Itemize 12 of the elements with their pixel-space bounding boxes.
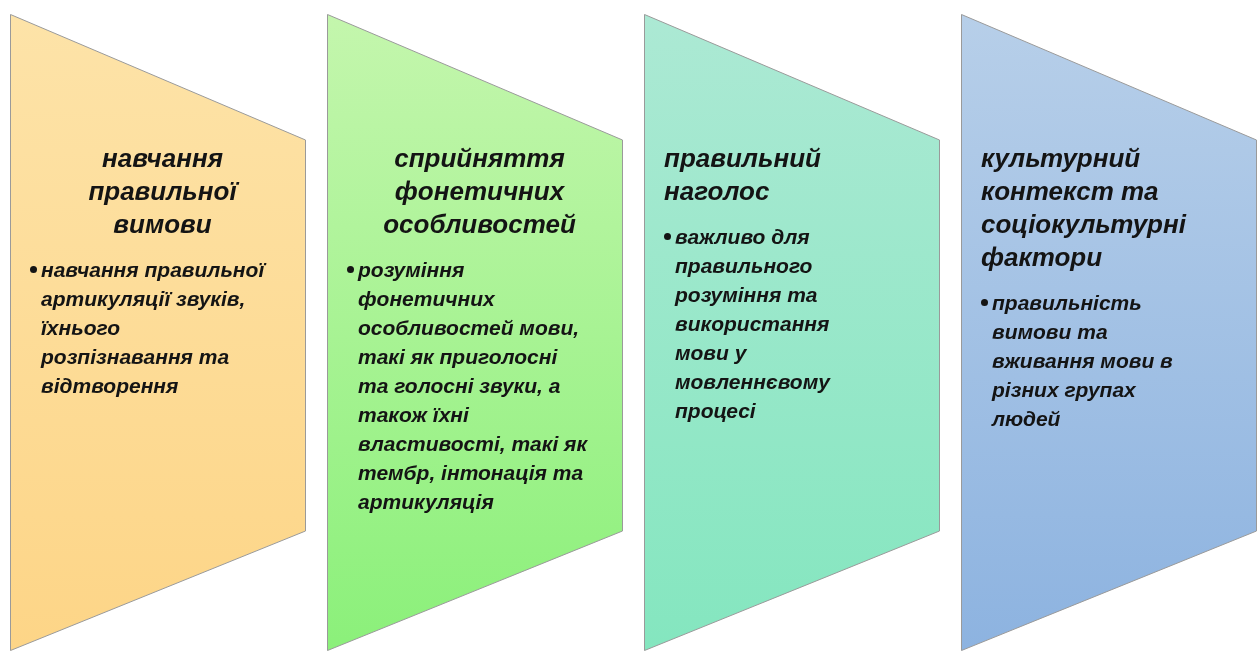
- panel-heading: правильний наголос: [664, 142, 822, 208]
- panel-heading: культурний контекст та соціокультурні фактори: [981, 142, 1188, 274]
- bullet-text: важливо для правильного розуміння та використання мови у мовленнєвому процесі: [675, 224, 832, 424]
- trapezoid-panel: [961, 14, 1257, 651]
- trapezoid-panel: [327, 14, 623, 651]
- panel-heading: сприйняття фонетичних особливостей: [382, 142, 577, 241]
- trapezoid-panel: [10, 14, 306, 651]
- bullet-text: навчання правильної артикуляції звуків, їхнього розпізнавання та відтворення: [41, 257, 266, 399]
- trapezoid-panel: [644, 14, 940, 651]
- bullet-text: розуміння фонетичних особливостей мови, такі як приголосні та голосні звуки, а також їхні властивості, такі як тембр, інтонація та артикуляція: [358, 257, 589, 515]
- bullet-text: правильність вимови та вживання мови в різних групах людей: [992, 290, 1174, 432]
- panel-heading: навчання правильної вимови: [37, 142, 288, 241]
